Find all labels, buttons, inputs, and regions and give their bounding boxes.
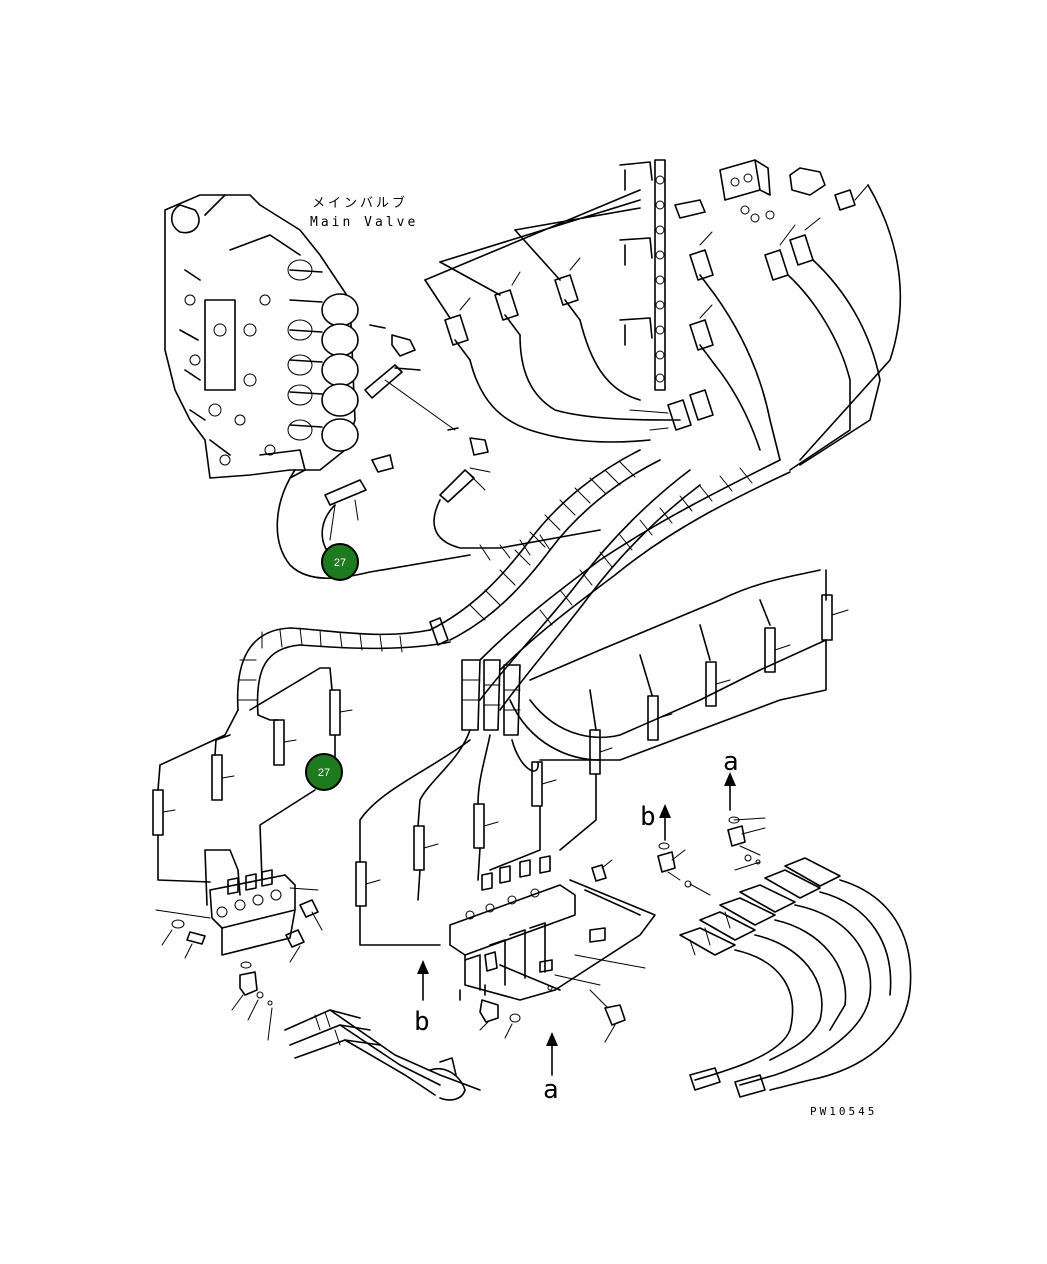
main-valve <box>164 194 359 479</box>
view-label-a-bottom: a <box>543 1075 559 1105</box>
valve-fittings <box>324 324 491 541</box>
callout-number: 27 <box>318 767 330 779</box>
lower-left-group <box>152 667 481 1101</box>
center-bracket <box>449 855 656 1043</box>
solenoid-stack <box>287 259 359 452</box>
upper-hoses <box>236 184 902 716</box>
right-lower-group <box>657 816 912 1098</box>
mid-right-wiring <box>355 569 849 946</box>
callout-number: 27 <box>334 557 346 569</box>
callout-27-upper[interactable]: 27 <box>321 543 359 581</box>
view-arrows <box>417 772 736 1076</box>
main-valve-label-jp: メインバルブ <box>312 195 408 211</box>
view-label-b-right: b <box>640 802 656 832</box>
drawing-code: PW10545 <box>810 1105 877 1118</box>
view-label-a-top: a <box>723 747 739 777</box>
view-label-b-bottom: b <box>414 1007 430 1037</box>
main-valve-label-en: Main Valve <box>310 215 418 230</box>
upper-right-manifold <box>619 159 856 391</box>
callout-27-lower[interactable]: 27 <box>305 753 343 791</box>
upper-hose-connectors <box>444 184 869 431</box>
